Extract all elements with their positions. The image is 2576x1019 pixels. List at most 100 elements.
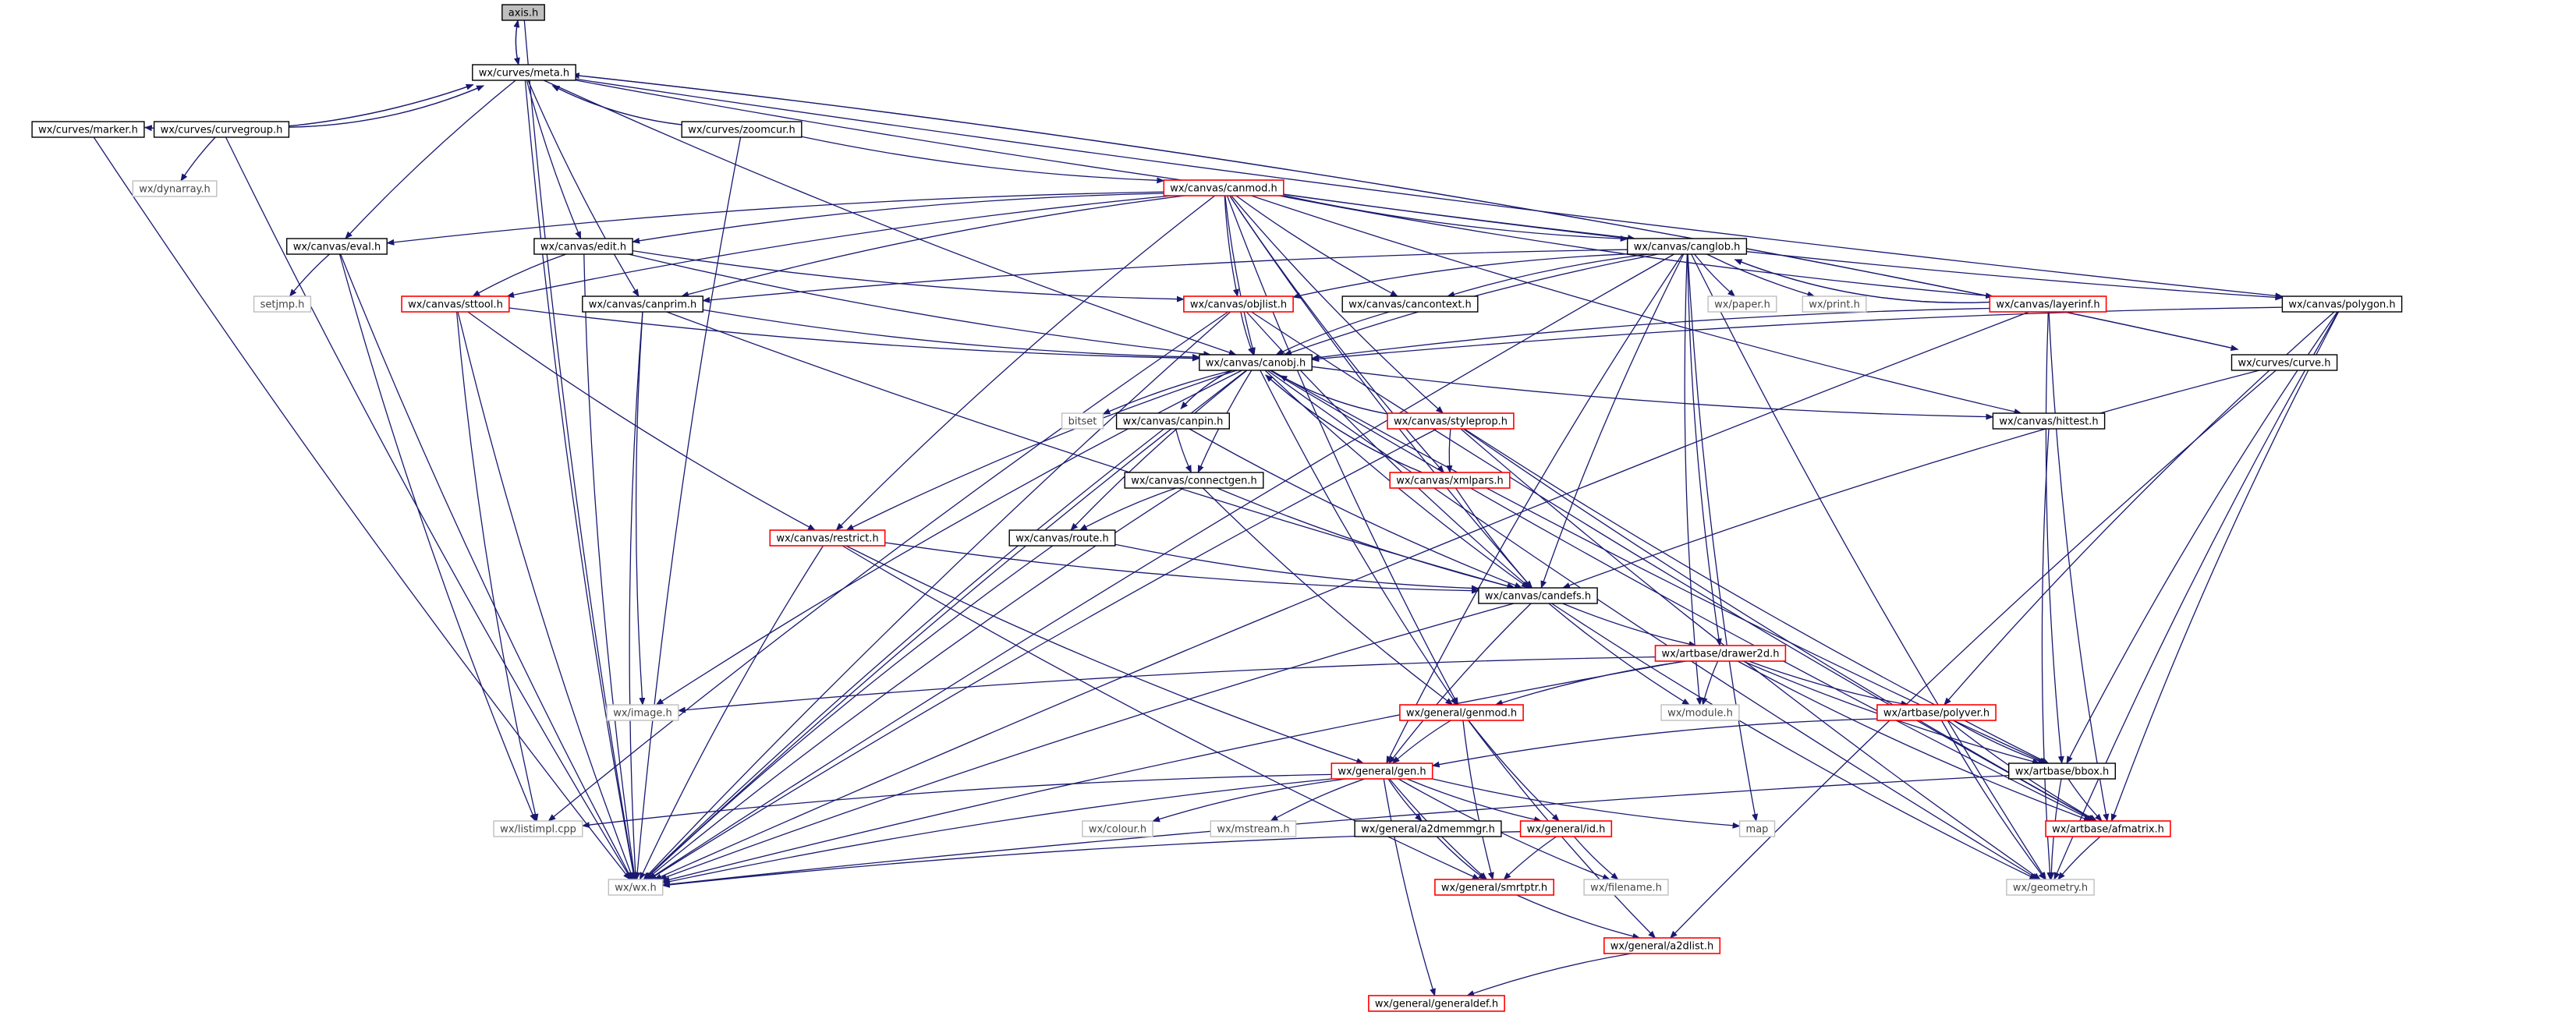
graph-node-a2dmemmgr[interactable]: wx/general/a2dmemmgr.h xyxy=(1354,820,1502,837)
dependency-edge-curvegroup-to-wx xyxy=(225,136,632,880)
node-box xyxy=(31,121,145,138)
dependency-edge-canmod-to-layerinf xyxy=(1278,195,1994,299)
dependency-edge-drawer2d-to-polyver xyxy=(1749,660,1909,707)
dependency-edge-genmod-to-smrtptr xyxy=(1462,720,1494,880)
dependency-edge-canmod-to-edit xyxy=(632,193,1164,244)
node-box xyxy=(1387,412,1515,430)
graph-node-gen[interactable]: wx/general/gen.h xyxy=(1331,762,1433,780)
dependency-edge-candefs-to-module xyxy=(1548,603,1690,706)
dependency-edge-polyver-to-gen xyxy=(1431,718,1877,768)
node-label: wx/general/generaldef.h xyxy=(1375,999,1498,1010)
graph-node-axis[interactable]: axis.h xyxy=(501,4,545,21)
graph-node-meta[interactable]: wx/curves/meta.h xyxy=(472,64,576,81)
node-box xyxy=(1738,820,1776,837)
dependency-edge-canmod-to-cancontext xyxy=(1235,195,1398,297)
node-label: wx/canvas/connectgen.h xyxy=(1131,476,1257,487)
graph-node-bbox[interactable]: wx/artbase/bbox.h xyxy=(2007,762,2116,780)
graph-node-eval[interactable]: wx/canvas/eval.h xyxy=(286,238,388,255)
graph-node-a2dlist[interactable]: wx/general/a2dlist.h xyxy=(1603,937,1721,954)
node-label: wx/general/smrtptr.h xyxy=(1441,883,1547,894)
node-box xyxy=(1163,179,1284,196)
graph-node-drawer2d[interactable]: wx/artbase/drawer2d.h xyxy=(1654,645,1787,662)
node-label: wx/listimpl.cpp xyxy=(500,824,576,836)
graph-node-hittest[interactable]: wx/canvas/hittest.h xyxy=(1992,412,2106,430)
dependency-edge-eval-to-wx xyxy=(340,253,632,880)
dependency-edge-meta-to-eval xyxy=(345,80,516,239)
dependency-edge-canobj-to-geometry xyxy=(1267,370,2039,880)
graph-node-marker[interactable]: wx/curves/marker.h xyxy=(31,121,145,138)
node-box xyxy=(2231,354,2338,371)
dependency-edge-canprim-to-wx xyxy=(629,311,643,880)
graph-node-curve[interactable]: wx/curves/curve.h xyxy=(2231,354,2338,371)
dependency-edge-canmod-to-canobj xyxy=(1224,195,1256,356)
graph-node-smrtptr[interactable]: wx/general/smrtptr.h xyxy=(1434,879,1555,896)
dependency-edge-canpin-to-connectgen xyxy=(1175,428,1192,473)
dependency-edge-layerinf-to-canglob xyxy=(1734,259,1999,303)
node-label: wx/canvas/layerinf.h xyxy=(1996,299,2099,311)
node-box xyxy=(1354,820,1502,837)
graph-node-map: map xyxy=(1738,820,1776,837)
graph-node-polyver[interactable]: wx/artbase/polyver.h xyxy=(1876,704,1997,721)
graph-node-canglob[interactable]: wx/canvas/canglob.h xyxy=(1626,238,1748,255)
graph-node-id[interactable]: wx/general/id.h xyxy=(1519,820,1613,837)
graph-node-cancontext[interactable]: wx/canvas/cancontext.h xyxy=(1341,295,1479,313)
dependency-edge-route-to-candefs xyxy=(1114,543,1479,592)
node-label: map xyxy=(1746,824,1769,836)
dependency-edge-styleprop-to-xmlpars xyxy=(1446,428,1453,473)
edge-layer xyxy=(93,19,2340,996)
graph-node-canobj[interactable]: wx/canvas/canobj.h xyxy=(1199,354,1313,371)
graph-node-objlist[interactable]: wx/canvas/objlist.h xyxy=(1183,295,1294,313)
graph-node-sttool[interactable]: wx/canvas/sttool.h xyxy=(401,295,510,313)
dependency-edge-meta-to-zoomcur xyxy=(552,85,711,130)
dependency-edge-curvegroup-to-meta xyxy=(264,85,485,128)
dependency-edge-meta-to-canglob xyxy=(576,80,1636,241)
dependency-edge-a2dlist-to-generaldef xyxy=(1466,953,1632,996)
dependency-edge-curve-to-a2dlist xyxy=(1670,370,2277,939)
dependency-edge-gen-to-mstream xyxy=(1270,778,1365,822)
graph-node-canpin[interactable]: wx/canvas/canpin.h xyxy=(1115,412,1230,430)
graph-node-listimpl: wx/listimpl.cpp xyxy=(493,820,583,837)
graph-node-polygon[interactable]: wx/canvas/polygon.h xyxy=(2281,295,2403,313)
node-label: wx/curves/curvegroup.h xyxy=(161,125,283,136)
graph-node-xmlpars[interactable]: wx/canvas/xmlpars.h xyxy=(1389,472,1511,489)
graph-node-canmod[interactable]: wx/canvas/canmod.h xyxy=(1163,179,1284,196)
dependency-edge-meta-to-canprim xyxy=(527,80,640,297)
graph-node-edit[interactable]: wx/canvas/edit.h xyxy=(533,238,633,255)
dependency-edge-sttool-to-wx xyxy=(457,311,634,880)
dependency-edge-afmatrix-to-geometry xyxy=(2057,836,2101,880)
graph-node-generaldef[interactable]: wx/general/generaldef.h xyxy=(1368,995,1505,1012)
graph-node-afmatrix[interactable]: wx/artbase/afmatrix.h xyxy=(2045,820,2171,837)
dependency-edge-canobj-to-hittest xyxy=(1312,366,1994,420)
graph-node-curvegroup[interactable]: wx/curves/curvegroup.h xyxy=(153,121,290,138)
node-label: wx/artbase/bbox.h xyxy=(2015,766,2110,778)
graph-node-restrict[interactable]: wx/canvas/restrict.h xyxy=(769,529,886,547)
dependency-edge-canglob-to-wx xyxy=(647,253,1674,880)
node-label: wx/artbase/polyver.h xyxy=(1883,708,1990,720)
graph-node-wx: wx/wx.h xyxy=(608,879,664,896)
dependency-edge-restrict-to-wx xyxy=(639,545,824,880)
dependency-edge-objlist-to-afmatrix xyxy=(1251,311,2096,822)
node-box xyxy=(1876,704,1997,721)
graph-node-route[interactable]: wx/canvas/route.h xyxy=(1008,529,1116,547)
dependency-edge-canmod-to-polygon xyxy=(1283,193,2284,301)
dependency-edge-meta-to-polygon xyxy=(576,78,2284,299)
dependency-edge-canglob-to-paper xyxy=(1694,253,1736,297)
node-label: wx/module.h xyxy=(1667,708,1733,720)
graph-node-styleprop[interactable]: wx/canvas/styleprop.h xyxy=(1387,412,1515,430)
graph-node-zoomcur[interactable]: wx/curves/zoomcur.h xyxy=(681,121,803,138)
node-label: wx/canvas/canobj.h xyxy=(1206,358,1306,370)
dependency-edge-canobj-to-restrict xyxy=(845,370,1237,531)
graph-node-connectgen[interactable]: wx/canvas/connectgen.h xyxy=(1124,472,1264,489)
graph-node-layerinf[interactable]: wx/canvas/layerinf.h xyxy=(1989,295,2107,313)
dependency-edge-polygon-to-afmatrix xyxy=(2110,311,2340,822)
dependency-edge-layerinf-to-afmatrix xyxy=(2048,311,2110,822)
node-label: wx/mstream.h xyxy=(1217,824,1289,836)
graph-node-candefs[interactable]: wx/canvas/candefs.h xyxy=(1478,587,1598,604)
node-label: axis.h xyxy=(508,8,538,19)
graph-node-genmod[interactable]: wx/general/genmod.h xyxy=(1399,704,1524,721)
graph-node-printh: wx/print.h xyxy=(1802,295,1867,313)
dependency-edge-drawer2d-to-module xyxy=(1701,660,1719,706)
dependency-edge-drawer2d-to-genmod xyxy=(1494,660,1687,706)
node-box xyxy=(1519,820,1613,837)
graph-node-canprim[interactable]: wx/canvas/canprim.h xyxy=(582,295,703,313)
